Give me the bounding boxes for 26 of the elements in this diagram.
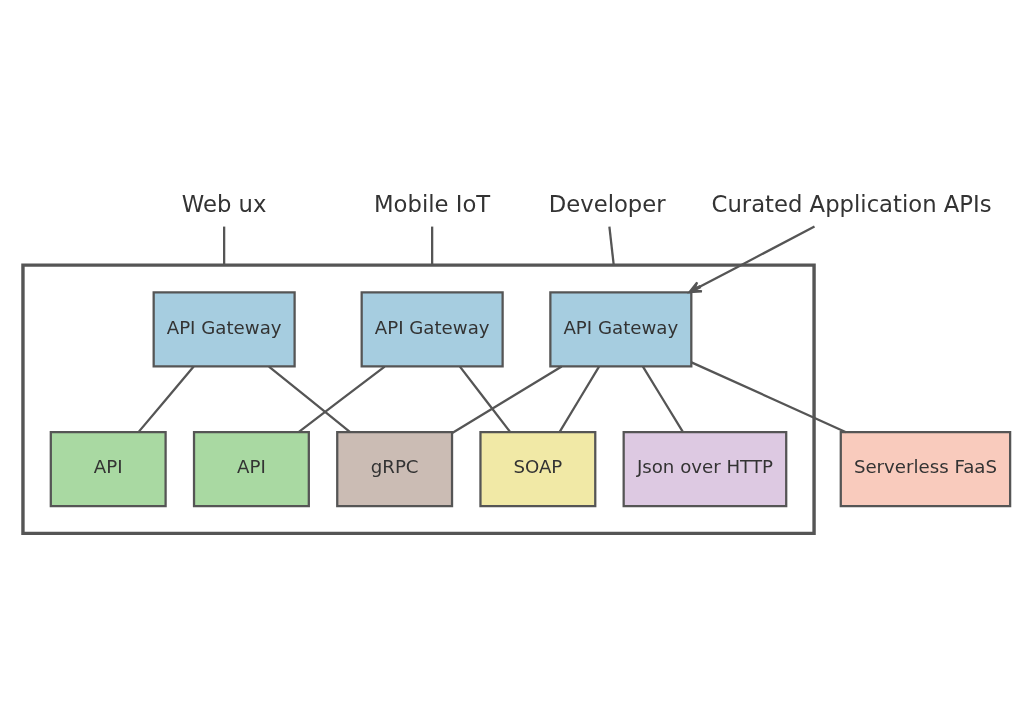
node-text: Mobile IoT [374,190,491,217]
arrow [688,225,816,293]
connector [608,225,615,265]
cluster [21,262,816,535]
node-box: SOAP [479,430,597,507]
connector [451,364,563,434]
node-box: API Gateway [360,290,504,367]
connector [691,360,847,433]
connector [641,365,684,433]
node-text: Curated Application APIs [711,190,992,217]
node-text: Developer [548,190,666,217]
connector [459,365,512,433]
node-box: API Gateway [152,290,296,367]
connector [558,365,600,433]
node-box: API [192,430,310,507]
connector [223,226,226,265]
connector [431,226,434,265]
connector [137,365,195,433]
node-box: Serverless FaaS [839,430,1012,507]
node-box: gRPC [336,430,454,507]
node-box: API Gateway [549,290,693,367]
node-text: Web ux [181,190,267,217]
connector [297,365,386,433]
node-box: Json over HTTP [622,430,788,507]
node-box: API [49,430,167,507]
connector [268,365,351,433]
